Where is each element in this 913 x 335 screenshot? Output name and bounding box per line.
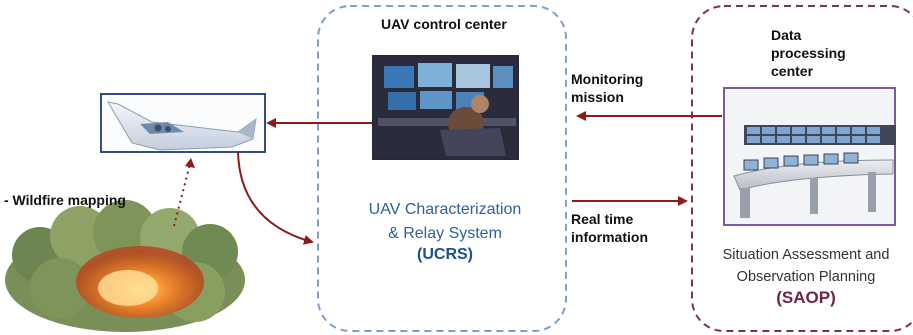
data-center-title-line-3: center	[771, 63, 814, 79]
data-center-title-line-2: processing	[771, 45, 846, 61]
ucrs-label: UAV Characterization & Relay System (UCR…	[340, 198, 550, 264]
saop-line-1: Situation Assessment and	[722, 247, 890, 263]
monitoring-line-1: Monitoring	[571, 71, 644, 87]
data-center-image	[723, 87, 896, 226]
ucrs-acronym: (UCRS)	[417, 246, 473, 263]
realtime-line-2: information	[571, 229, 648, 245]
saop-label: Situation Assessment and Observation Pla…	[706, 244, 906, 308]
realtime-line-1: Real time	[571, 211, 634, 227]
monitoring-mission-label: Monitoring mission	[571, 70, 643, 106]
data-center-title-line-1: Data	[771, 27, 802, 43]
monitoring-line-2: mission	[571, 89, 624, 105]
ucrs-line-2: & Relay System	[388, 225, 502, 242]
control-center-box	[317, 5, 567, 332]
ucrs-line-1: UAV Characterization	[368, 201, 522, 218]
saop-line-2: Observation Planning	[736, 269, 876, 285]
data-center-title: Data processing center	[771, 26, 846, 80]
control-center-title: UAV control center	[381, 16, 507, 32]
wildfire-image	[5, 200, 245, 332]
uav-image	[100, 93, 266, 153]
saop-acronym: (SAOP)	[776, 288, 836, 307]
control-room-image	[372, 55, 519, 160]
sensing-arrowhead	[185, 158, 195, 168]
realtime-info-label: Real time information	[571, 210, 648, 246]
arrow-uav-to-control	[237, 151, 314, 245]
wildfire-mapping-label: - Wildfire mapping	[4, 192, 126, 208]
